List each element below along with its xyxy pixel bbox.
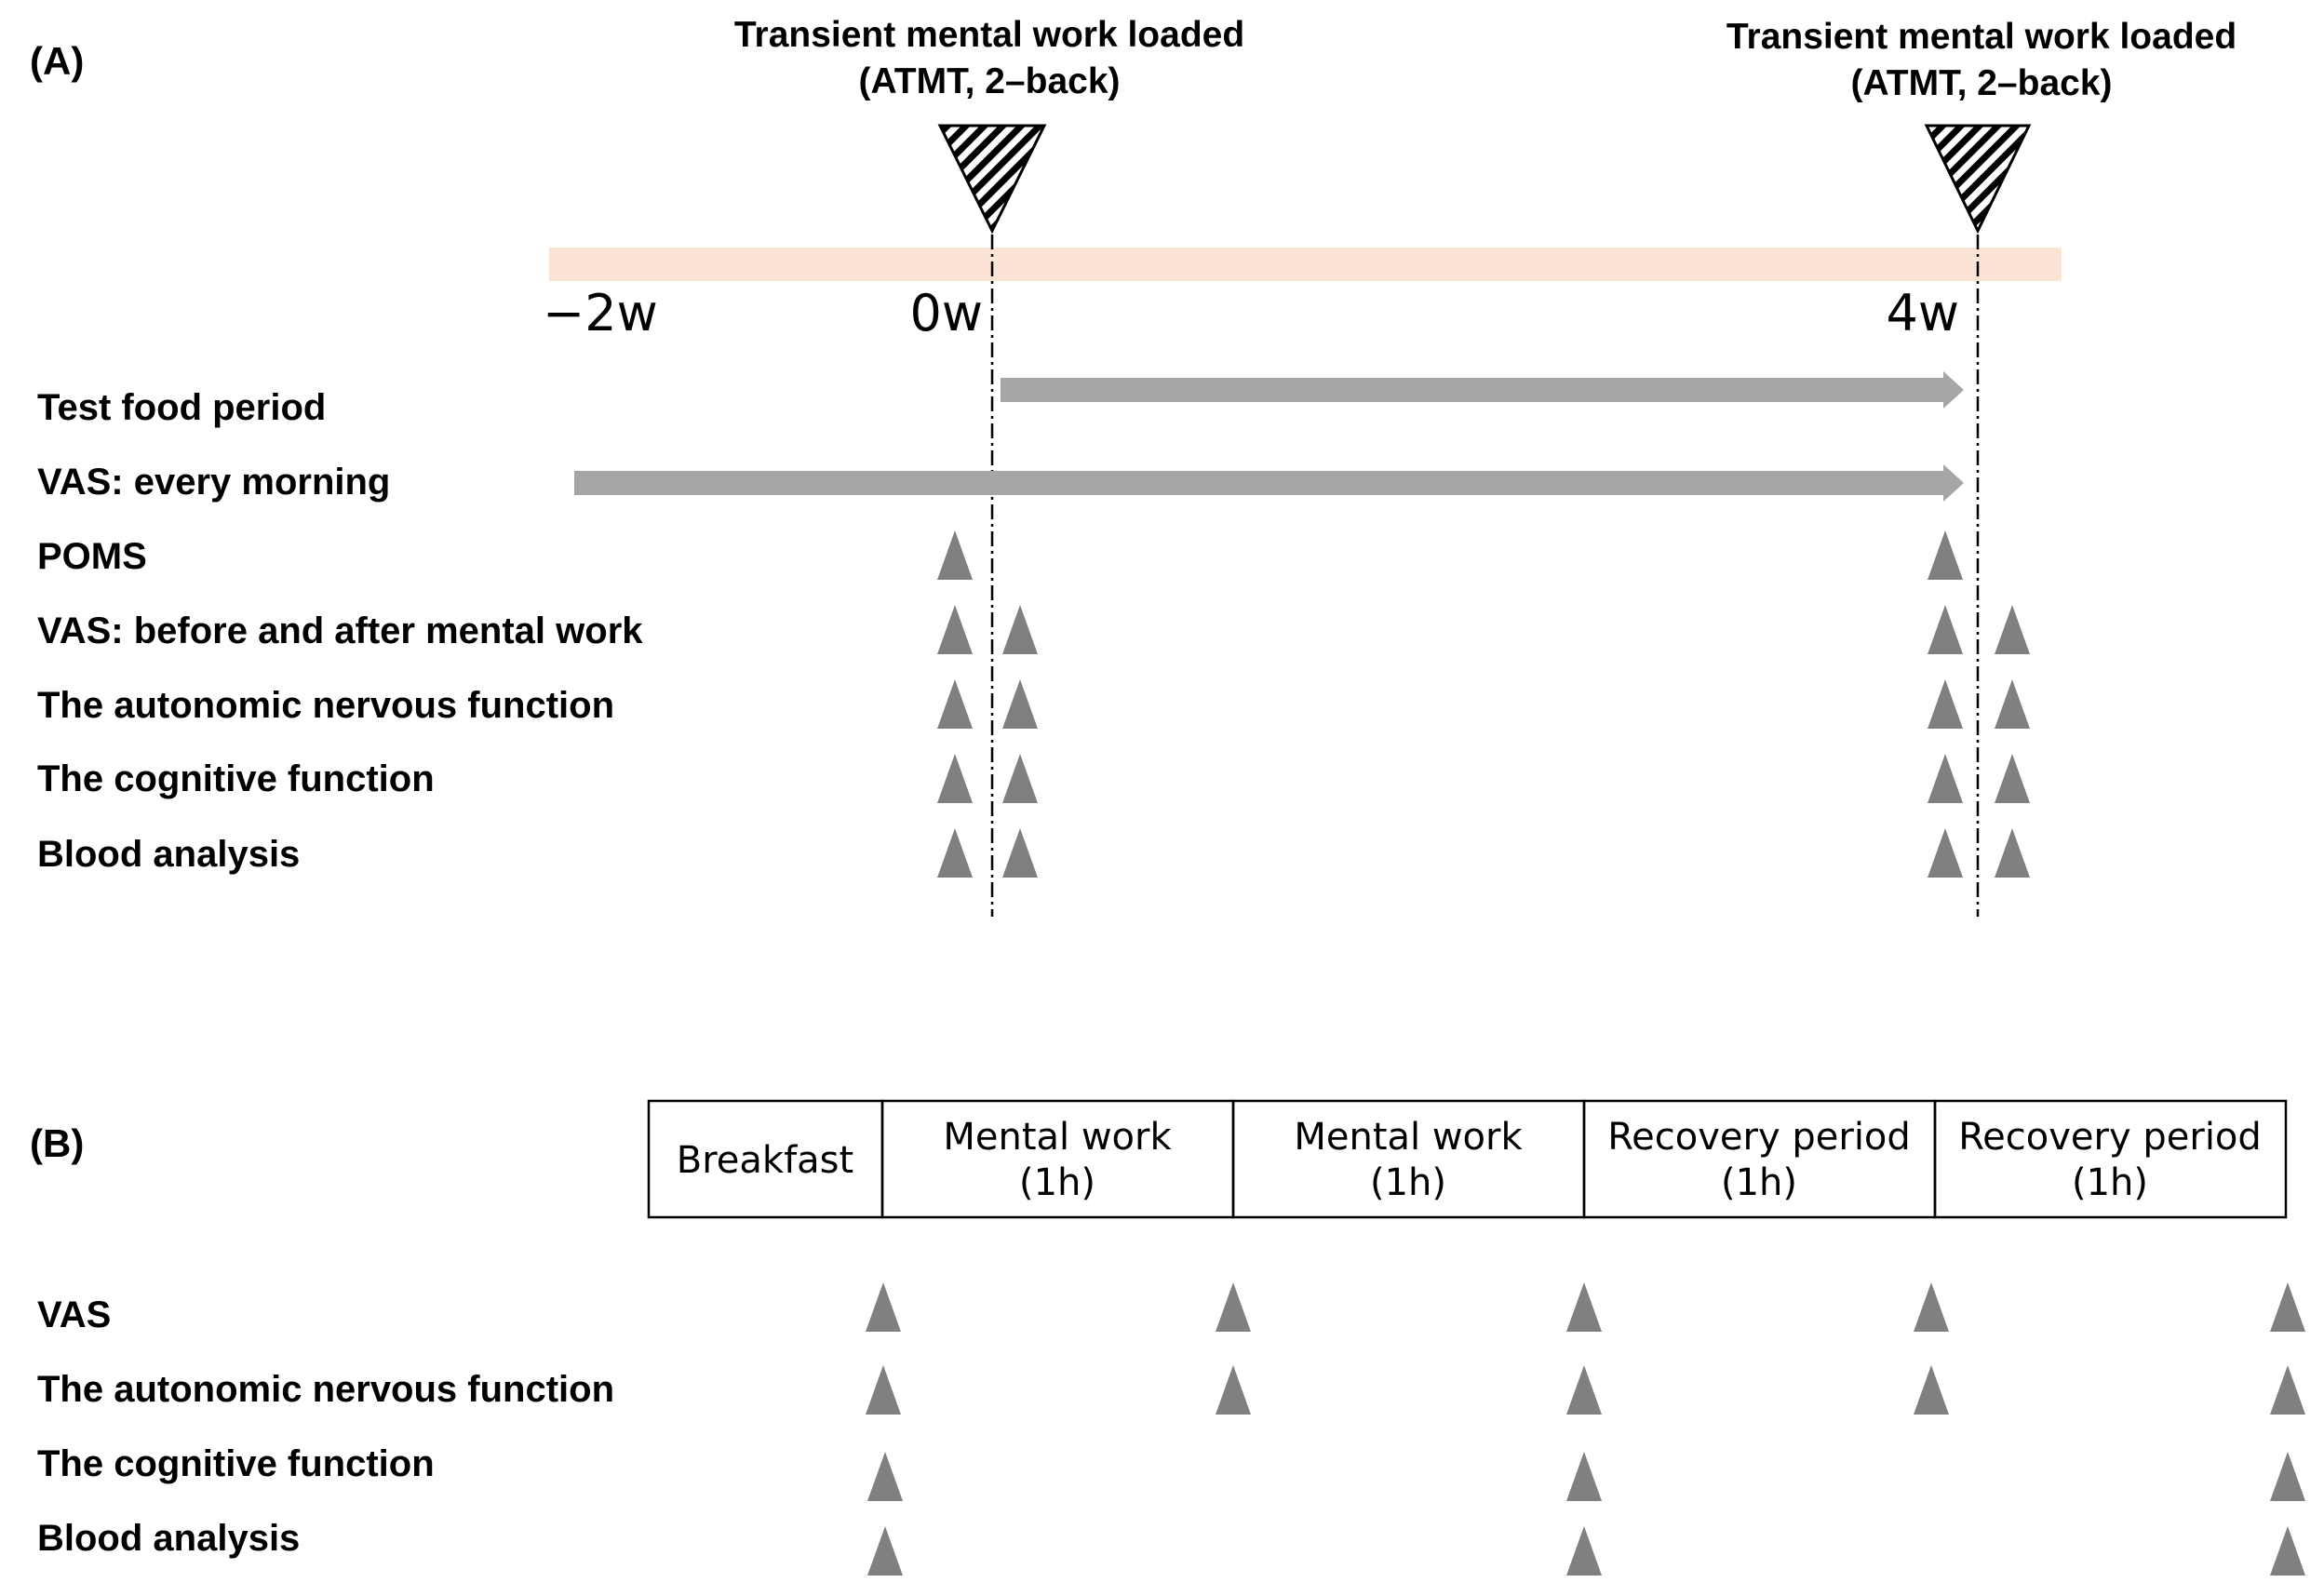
row-label-blood-a: Blood analysis (37, 834, 300, 875)
blood-marker-t0 (867, 1526, 903, 1576)
cognitive-after-marker-4w (1995, 754, 2030, 803)
load-marker-1-icon (937, 124, 1047, 235)
load-marker-2-subtitle: (ATMT, 2–back) (1851, 63, 2113, 103)
row-label-cognitive-a: The cognitive function (37, 758, 435, 799)
phase-duration-mental-work-1: (1h) (1019, 1161, 1095, 1204)
phase-label-mental-work-1: Mental work (943, 1116, 1172, 1159)
load-marker-1-subtitle: (ATMT, 2–back) (859, 61, 1121, 101)
blood-after-marker-0w (1002, 828, 1038, 878)
panel-b: (B) Breakfast Mental work (1h) Mental wo… (30, 1099, 2305, 1576)
row-label-vas-every-morning: VAS: every morning (37, 462, 390, 503)
vas-after-marker-0w (1002, 605, 1038, 654)
autonomic-marker-t3 (1914, 1365, 1949, 1415)
phase-label-breakfast: Breakfast (677, 1139, 853, 1182)
row-label-vas-before-after: VAS: before and after mental work (37, 610, 643, 651)
autonomic-after-marker-0w (1002, 679, 1038, 729)
row-label-blood-b: Blood analysis (37, 1518, 300, 1559)
tick-label-4w: 4w (1886, 284, 1959, 342)
cognitive-after-marker-0w (1002, 754, 1038, 803)
vas-marker-t4 (2270, 1282, 2305, 1332)
cognitive-marker-t4 (2270, 1452, 2305, 1501)
autonomic-after-marker-4w (1995, 679, 2030, 729)
row-label-autonomic-a: The autonomic nervous function (37, 685, 614, 726)
phase-duration-recovery-1: (1h) (1721, 1161, 1797, 1204)
load-marker-2-title: Transient mental work loaded (1726, 17, 2237, 57)
vas-marker-t0 (866, 1282, 901, 1332)
vas-after-marker-4w (1995, 605, 2030, 654)
load-marker-2-icon (1924, 124, 2032, 235)
autonomic-marker-t4 (2270, 1365, 2305, 1415)
row-label-test-food-period: Test food period (37, 387, 326, 428)
study-period-band (549, 248, 2062, 281)
phase-label-recovery-1: Recovery period (1607, 1116, 1911, 1159)
phase-duration-recovery-2: (1h) (2072, 1161, 2148, 1204)
vas-marker-t1 (1216, 1282, 1251, 1332)
autonomic-before-marker-4w (1928, 679, 1963, 729)
autonomic-marker-t0 (866, 1365, 901, 1415)
cognitive-before-marker-4w (1928, 754, 1963, 803)
blood-marker-t4 (2270, 1526, 2305, 1576)
poms-marker-4w (1928, 530, 1963, 580)
panel-a: (A) Transient mental work loaded (ATMT, … (30, 15, 2237, 917)
cognitive-marker-t0 (867, 1452, 903, 1501)
panel-a-label: (A) (30, 39, 84, 83)
tick-label-minus-2w: −2w (543, 284, 658, 342)
poms-marker-0w (937, 530, 973, 580)
autonomic-before-marker-0w (937, 679, 973, 729)
test-food-period-arrow (1001, 371, 1964, 409)
tick-label-0w: 0w (909, 284, 983, 342)
phase-label-recovery-2: Recovery period (1958, 1116, 2262, 1159)
autonomic-marker-t2 (1566, 1365, 1602, 1415)
phase-duration-mental-work-2: (1h) (1370, 1161, 1446, 1204)
load-marker-1-title: Transient mental work loaded (734, 15, 1244, 55)
vas-every-morning-arrow (574, 464, 1964, 502)
autonomic-marker-t1 (1216, 1365, 1251, 1415)
vas-marker-t2 (1566, 1282, 1602, 1332)
blood-marker-t2 (1566, 1526, 1602, 1576)
row-label-autonomic-b: The autonomic nervous function (37, 1369, 614, 1410)
cognitive-marker-t2 (1566, 1452, 1602, 1501)
panel-b-label: (B) (30, 1121, 84, 1165)
blood-after-marker-4w (1995, 828, 2030, 878)
phase-timeline-table: Breakfast Mental work (1h) Mental work (… (647, 1099, 2288, 1219)
blood-before-marker-0w (937, 828, 973, 878)
vas-marker-t3 (1914, 1282, 1949, 1332)
phase-label-mental-work-2: Mental work (1294, 1116, 1523, 1159)
phase-cell-recovery-2 (1933, 1099, 2288, 1219)
vas-before-marker-0w (937, 605, 973, 654)
vas-before-marker-4w (1928, 605, 1963, 654)
row-label-vas-b: VAS (37, 1294, 111, 1335)
row-label-poms: POMS (37, 536, 147, 577)
row-label-cognitive-b: The cognitive function (37, 1443, 435, 1484)
blood-before-marker-4w (1928, 828, 1963, 878)
cognitive-before-marker-0w (937, 754, 973, 803)
